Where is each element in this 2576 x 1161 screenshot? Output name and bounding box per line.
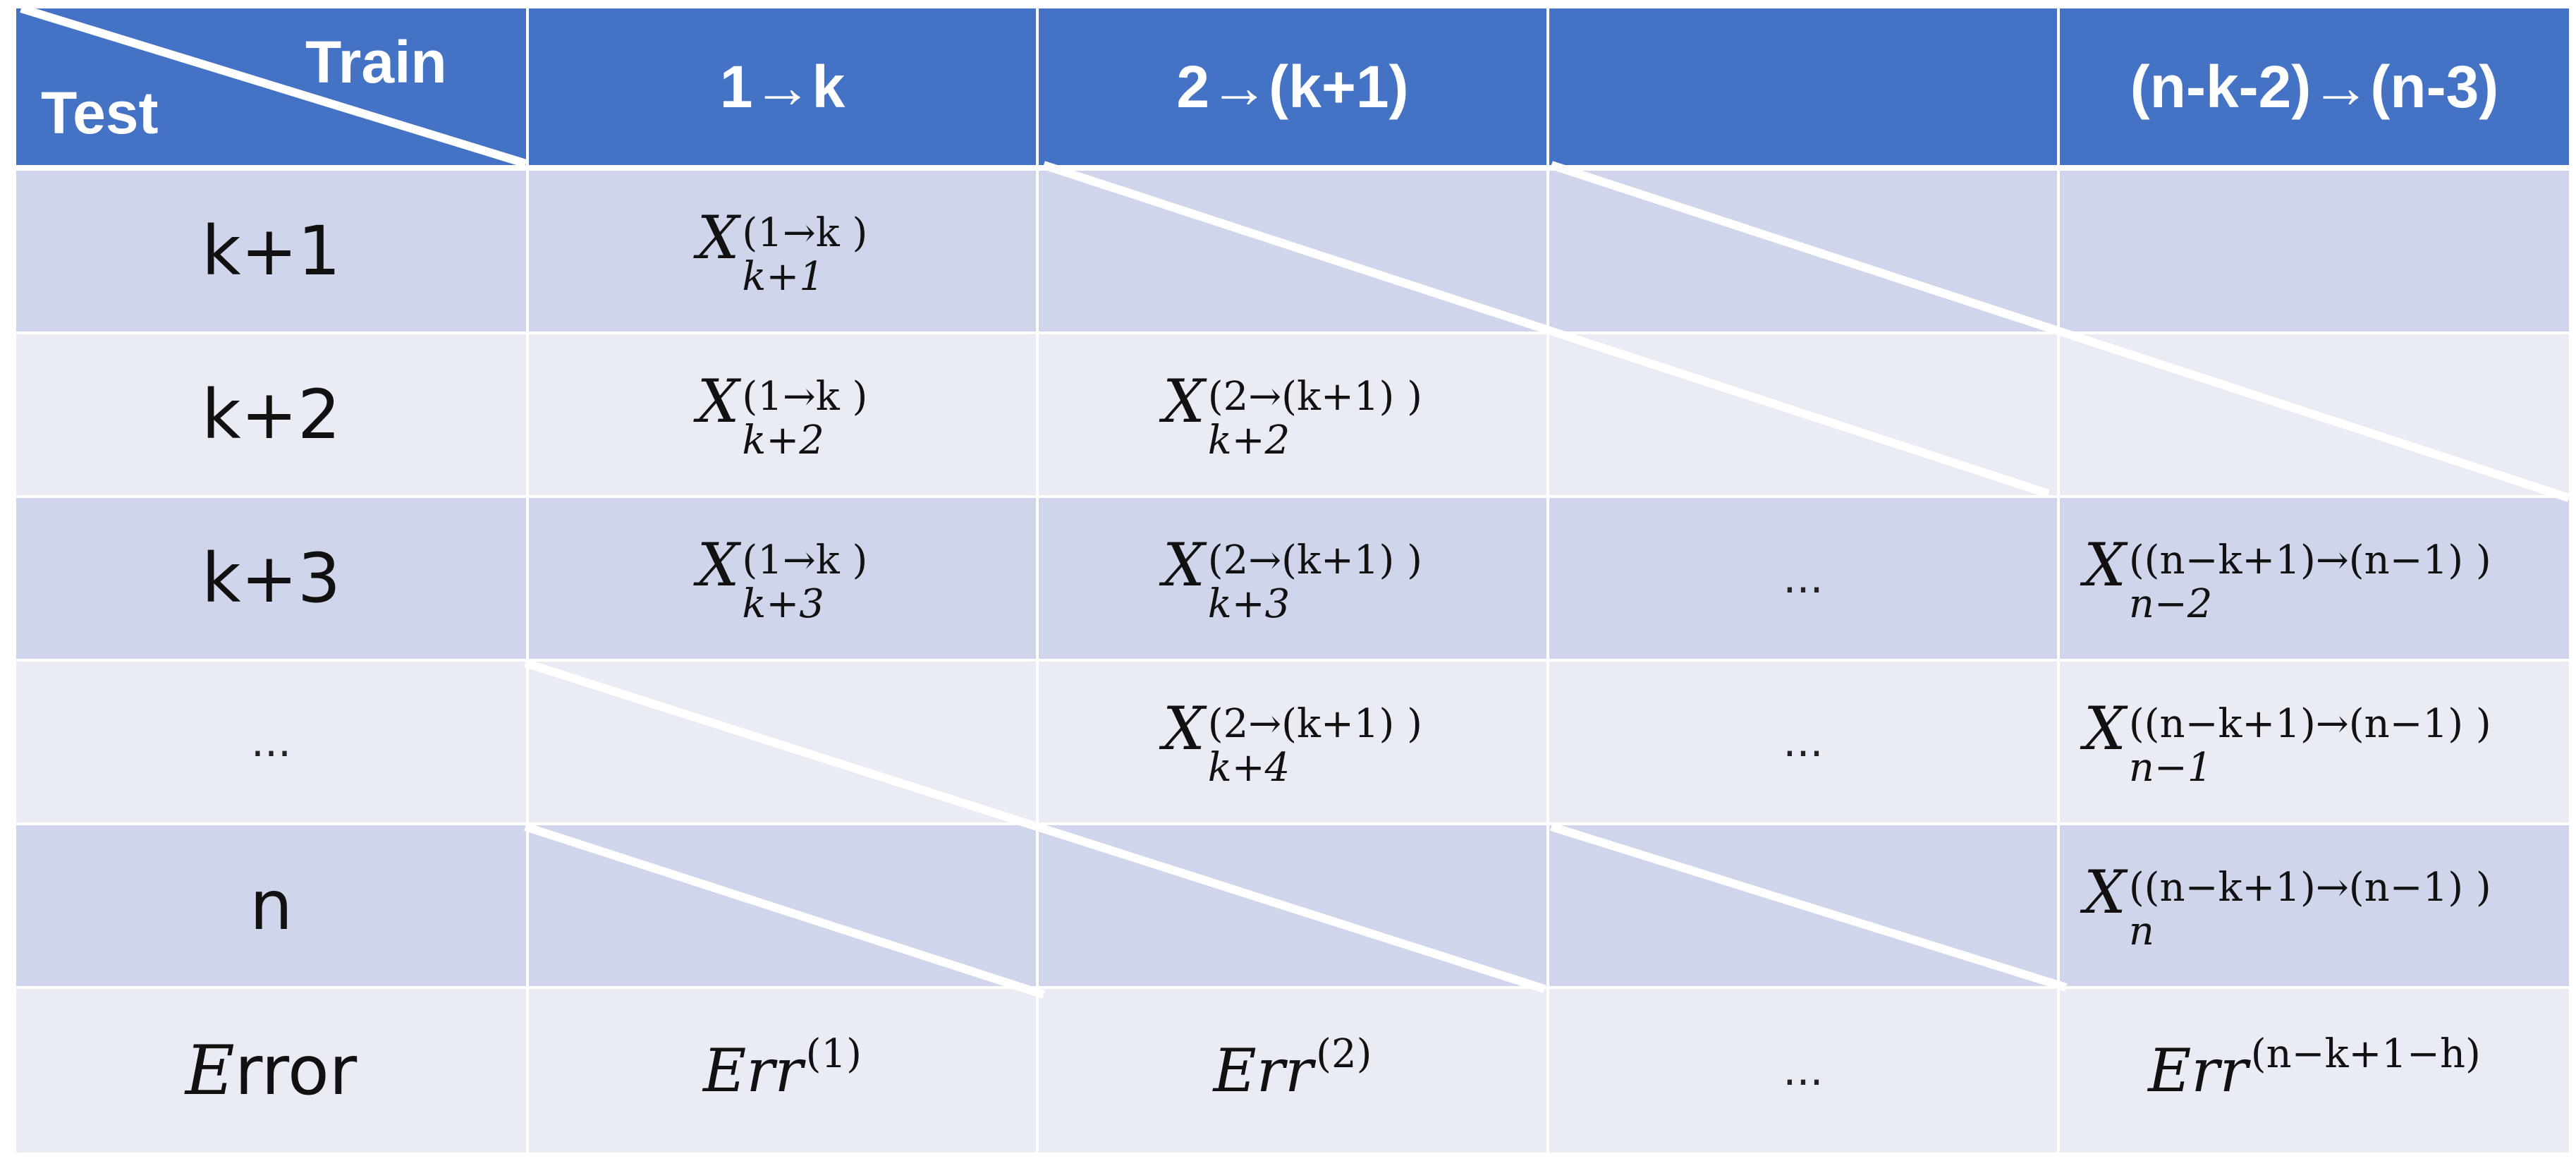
row-label-n: n [16,825,526,986]
cell-r2-c2: X (2→(k+1) ) k+2 [1039,334,1546,495]
cell-r3-c1: X (1→k ) k+3 [529,498,1036,659]
cell-r2-c3 [1549,334,2057,495]
math-err-1: Err(1) [703,1031,862,1105]
header-test-label: Test [41,80,159,146]
cell-r5-c1 [529,825,1036,986]
header-train-label: Train [305,29,447,95]
cell-r5-c4: X ((n−k+1)→(n−1) ) n [2060,825,2569,986]
cell-r1-c1: X (1→k ) k+1 [529,171,1036,332]
cell-r3-c3: ... [1549,498,2057,659]
math-x-k2-c2: X (2→(k+1) ) k+2 [1162,367,1423,463]
header-col-1: 1→k [529,8,1036,165]
row-label-ellipsis: ... [16,662,526,822]
row-label-k2: k+2 [16,334,526,495]
math-x-n1: X ((n−k+1)→(n−1) ) n−1 [2084,694,2491,791]
cell-r1-c3 [1549,171,2057,332]
cell-r3-c4: X ((n−k+1)→(n−1) ) n−2 [2060,498,2569,659]
header-col-2: 2→(k+1) [1039,8,1546,165]
cell-err-c1: Err(1) [529,989,1036,1153]
cell-r2-c1: X (1→k ) k+2 [529,334,1036,495]
cell-r4-c1 [529,662,1036,822]
cell-r3-c2: X (2→(k+1) ) k+3 [1039,498,1546,659]
cell-err-c3: ... [1549,989,2057,1153]
cell-r2-c4 [2060,334,2569,495]
header-col-3 [1549,8,2057,165]
math-err-last: Err(n−k+1−h) [2148,1031,2481,1105]
cell-r4-c2: X (2→(k+1) ) k+4 [1039,662,1546,822]
math-x-k3-c2: X (2→(k+1) ) k+3 [1162,530,1423,627]
cell-r5-c3 [1549,825,2057,986]
cell-r5-c2 [1039,825,1546,986]
row-label-k1: k+1 [16,171,526,332]
math-x-n: X ((n−k+1)→(n−1) ) n [2084,858,2491,954]
math-x-k2-c1: X (1→k ) k+2 [697,367,868,463]
row-label-k3: k+3 [16,498,526,659]
math-x-n2: X ((n−k+1)→(n−1) ) n−2 [2084,530,2491,627]
cell-r1-c4 [2060,171,2569,332]
cell-r4-c4: X ((n−k+1)→(n−1) ) n−1 [2060,662,2569,822]
math-x-k3-c1: X (1→k ) k+3 [697,530,868,627]
header-col-4: (n-k-2)→(n-3) [2060,8,2569,165]
cell-r4-c3: ... [1549,662,2057,822]
cell-r1-c2 [1039,171,1546,332]
math-x-k1: X (1→k ) k+1 [697,203,868,300]
math-x-k4: X (2→(k+1) ) k+4 [1162,694,1423,791]
train-test-table: Train Test 1→k 2→(k+1) (n-k-2)→(n-3) k+1… [16,8,2569,1153]
cell-err-c4: Err(n−k+1−h) [2060,989,2569,1153]
cell-err-c2: Err(2) [1039,989,1546,1153]
math-err-2: Err(2) [1213,1031,1372,1105]
